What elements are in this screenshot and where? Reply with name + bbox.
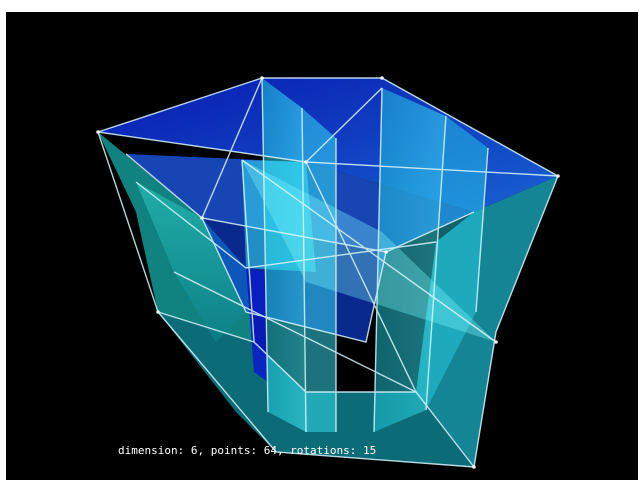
render-frame: dimension: 6, points: 64, rotations: 15	[6, 12, 638, 480]
status-readout: dimension: 6, points: 64, rotations: 15	[118, 444, 376, 457]
hypercube-viewport[interactable]	[6, 12, 638, 480]
